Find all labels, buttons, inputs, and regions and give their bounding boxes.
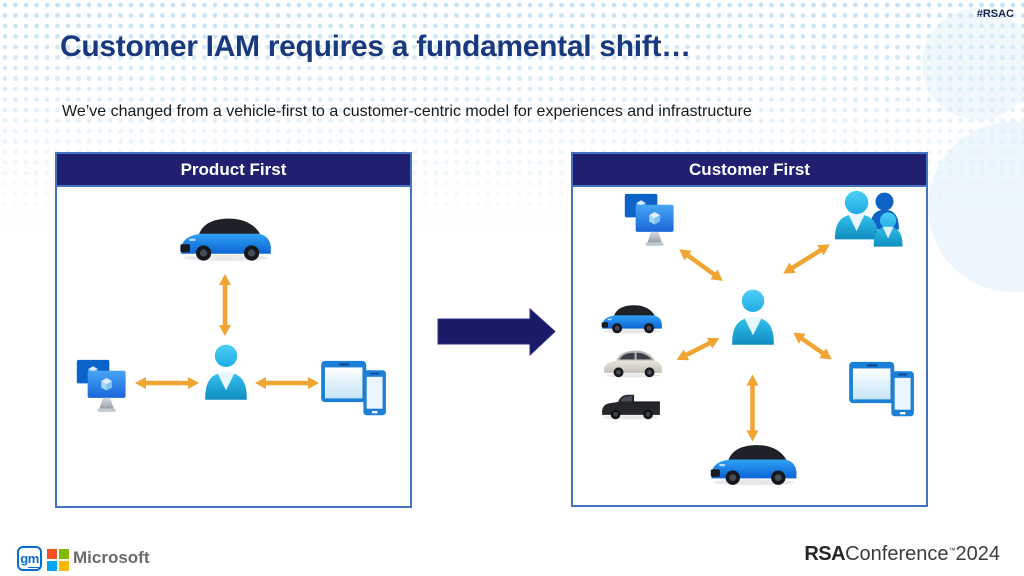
microsoft-logo-icon bbox=[47, 549, 69, 571]
devices-person-double-arrow-icon bbox=[255, 377, 319, 389]
ms-square-blue bbox=[47, 560, 57, 571]
car-person-double-arrow-icon bbox=[219, 274, 231, 336]
vm-person-double-arrow-icon bbox=[679, 249, 723, 281]
people-person-double-arrow-icon bbox=[783, 244, 830, 274]
rsa-conference-logo: RSAConference™2024 bbox=[804, 543, 1000, 566]
virtual-machines-icon bbox=[76, 359, 126, 412]
slide-subtitle: We’ve changed from a vehicle-first to a … bbox=[62, 103, 752, 120]
transition-arrow-icon bbox=[437, 308, 556, 356]
blue-suv-image bbox=[601, 305, 662, 334]
black-pickup-image bbox=[602, 394, 660, 420]
microsoft-wordmark: Microsoft bbox=[73, 548, 150, 567]
slide-title: Customer IAM requires a fundamental shif… bbox=[60, 30, 691, 63]
trademark-symbol: ™ bbox=[948, 547, 956, 555]
people-group-icon bbox=[835, 190, 903, 247]
gm-logo: gm bbox=[17, 546, 42, 571]
ms-square-red bbox=[47, 549, 57, 559]
product-first-header: Product First bbox=[57, 154, 410, 187]
person-icon bbox=[205, 344, 247, 400]
product-first-panel: Product First bbox=[55, 152, 412, 508]
virtual-machines-icon bbox=[624, 193, 674, 246]
cars-person-double-arrow-icon bbox=[676, 337, 720, 361]
product-first-title: Product First bbox=[180, 160, 287, 179]
tablet-phone-icon bbox=[321, 360, 386, 416]
tablet-phone-icon bbox=[849, 361, 914, 417]
devices-person-double-arrow-icon bbox=[793, 332, 832, 360]
person-icon bbox=[732, 289, 774, 345]
blue-suv-image bbox=[180, 218, 271, 261]
rsac-hashtag: #RSAC bbox=[976, 8, 1014, 20]
vm-person-double-arrow-icon bbox=[135, 377, 199, 389]
car-person-double-arrow-icon bbox=[746, 374, 759, 442]
conference-wordmark: Conference bbox=[845, 543, 949, 565]
blue-suv-image bbox=[710, 445, 797, 486]
customer-first-title: Customer First bbox=[689, 160, 810, 179]
customer-first-header: Customer First bbox=[573, 154, 926, 187]
ms-square-green bbox=[58, 549, 69, 559]
gm-logo-text: gm bbox=[20, 551, 39, 568]
circle-decoration bbox=[922, 8, 1024, 120]
customer-first-panel: Customer First bbox=[571, 152, 928, 507]
conference-year: 2024 bbox=[955, 543, 1001, 565]
rsa-wordmark: RSA bbox=[804, 543, 846, 565]
ms-square-yellow bbox=[58, 560, 69, 571]
silver-suv-image bbox=[604, 350, 662, 378]
